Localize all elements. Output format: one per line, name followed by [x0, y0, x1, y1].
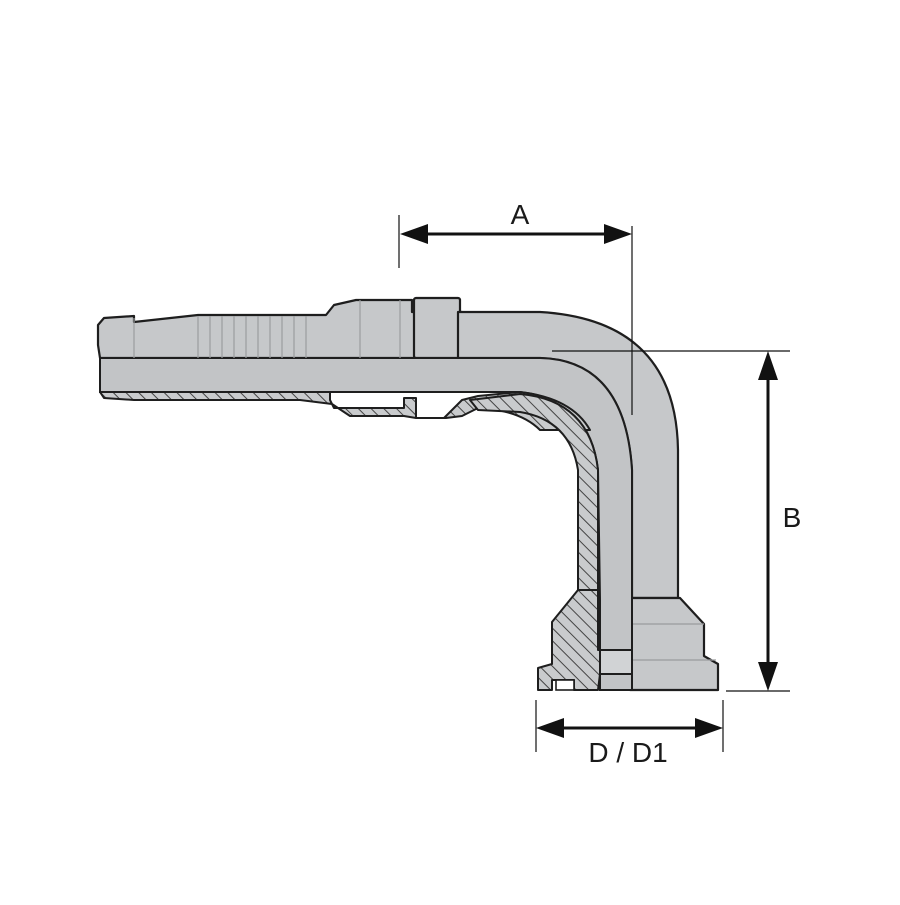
elbow-bend [456, 310, 680, 600]
dimension-b: B [726, 351, 802, 692]
section-hatch-tail [99, 391, 591, 431]
flange-head [628, 596, 720, 692]
dimension-a-label: A [511, 199, 530, 230]
dimension-b-label: B [783, 502, 802, 533]
dimension-d-label: D / D1 [588, 737, 667, 768]
section-hatch-flange [537, 589, 601, 691]
dimension-d: D / D1 [535, 700, 724, 768]
hose-tail [96, 298, 464, 360]
serration-lines [133, 300, 401, 358]
fitting-body [96, 226, 790, 692]
dimension-a: A [398, 199, 632, 268]
collar [412, 296, 462, 360]
